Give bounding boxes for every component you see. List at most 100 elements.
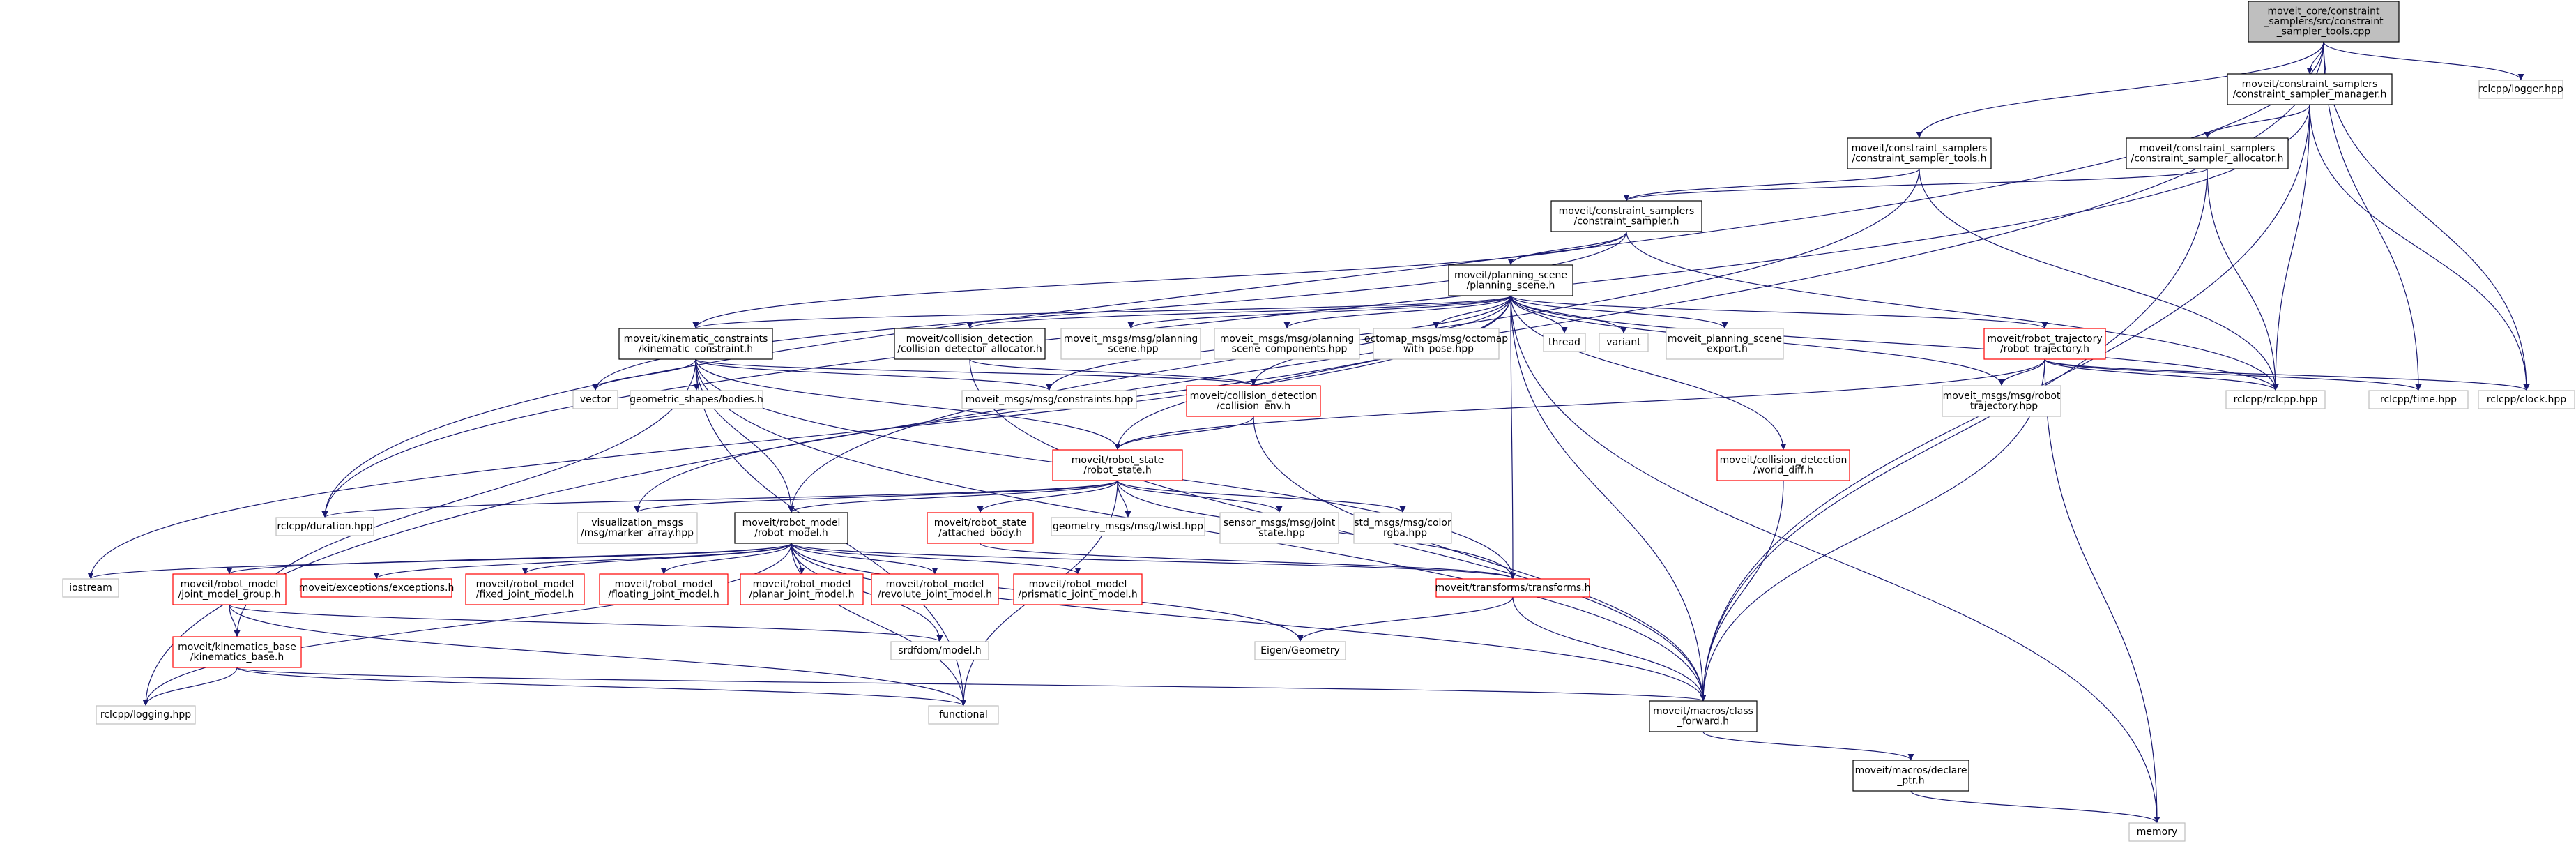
node-label-line: _export.h xyxy=(1701,343,1748,354)
node-label-line: octomap_msgs/msg/octomap xyxy=(1364,333,1508,345)
node-rclcpp_logger[interactable]: rclcpp/logger.hpp xyxy=(2478,80,2563,99)
node-rjm[interactable]: moveit/robot_model/revolute_joint_model.… xyxy=(871,573,999,605)
node-box xyxy=(96,705,196,725)
node-box xyxy=(1052,449,1183,481)
node-rs[interactable]: moveit/robot_state/robot_state.h xyxy=(1052,449,1183,481)
node-logging[interactable]: rclcpp/logging.hpp xyxy=(96,705,196,725)
edge-dp-to-memory xyxy=(1910,790,2160,824)
node-box xyxy=(172,573,287,605)
node-cs[interactable]: moveit/constraint_samplers/constraint_sa… xyxy=(1550,200,1702,232)
node-twist[interactable]: geometry_msgs/msg/twist.hpp xyxy=(1051,517,1205,536)
node-kb[interactable]: moveit/kinematics_base/kinematics_base.h xyxy=(172,636,302,668)
node-pse[interactable]: moveit_planning_scene_export.h xyxy=(1666,328,1784,360)
node-label-line: /constraint_sampler_tools.h xyxy=(1852,153,1986,164)
node-prjm[interactable]: moveit/robot_model/prismatic_joint_model… xyxy=(1013,573,1143,605)
node-label-line: /kinematics_base.h xyxy=(190,651,284,663)
node-variant[interactable]: variant xyxy=(1599,333,1649,352)
node-exc[interactable]: moveit/exceptions/exceptions.h xyxy=(299,578,455,598)
node-label-line: geometric_shapes/bodies.h xyxy=(630,394,763,405)
node-label-line: moveit/kinematics_base xyxy=(178,642,296,653)
node-box xyxy=(630,390,763,409)
node-csa[interactable]: moveit/constraint_samplers/constraint_sa… xyxy=(2126,137,2289,169)
node-rm[interactable]: moveit/robot_model/robot_model.h xyxy=(734,512,848,544)
node-ce[interactable]: moveit/collision_detection/collision_env… xyxy=(1186,385,1321,417)
node-octo[interactable]: octomap_msgs/msg/octomap_with_pose.hpp xyxy=(1364,328,1508,360)
node-iostream[interactable]: iostream xyxy=(62,578,119,598)
node-duration[interactable]: rclcpp/duration.hpp xyxy=(275,517,374,536)
node-cst[interactable]: moveit/constraint_samplers/constraint_sa… xyxy=(1847,137,1992,169)
node-rclcpp_time[interactable]: rclcpp/time.hpp xyxy=(2368,390,2469,409)
node-ab[interactable]: moveit/robot_state/attached_body.h xyxy=(927,512,1034,544)
node-label-line: /joint_model_group.h xyxy=(178,589,281,600)
node-psc_msg[interactable]: moveit_msgs/msg/planning_scene_component… xyxy=(1214,328,1360,360)
node-box xyxy=(2478,80,2563,99)
edge-csa-to-cf xyxy=(1700,168,2208,702)
node-tf[interactable]: moveit/transforms/transforms.h xyxy=(1435,578,1591,598)
node-pjm[interactable]: moveit/robot_model/planar_joint_model.h xyxy=(740,573,864,605)
node-label-line: moveit/robot_model xyxy=(742,518,841,529)
node-rt[interactable]: moveit/robot_trajectory/robot_trajectory… xyxy=(1983,328,2106,360)
node-memory[interactable]: memory xyxy=(2128,822,2186,842)
node-rclcpp_h[interactable]: rclcpp/rclcpp.hpp xyxy=(2225,390,2326,409)
edge-rs-to-rgba xyxy=(1117,480,1406,513)
node-label-line: _rgba.hpp xyxy=(1378,527,1427,538)
node-cf[interactable]: moveit/macros/class_forward.h xyxy=(1649,700,1758,732)
node-kc[interactable]: moveit/kinematic_constraints/kinematic_c… xyxy=(618,328,773,360)
node-box xyxy=(1550,200,1702,232)
edge-ps-to-octo xyxy=(1433,295,1511,329)
edge-ps-to-memory xyxy=(1510,295,2160,824)
node-ps_msg[interactable]: moveit_msgs/msg/planning_scene.hpp xyxy=(1060,328,1201,360)
edge-rt-to-rclcpp_h xyxy=(2044,358,2279,391)
node-constraints[interactable]: moveit_msgs/msg/constraints.hpp xyxy=(961,390,1137,409)
node-gsb[interactable]: geometric_shapes/bodies.h xyxy=(630,390,763,409)
edge-ps-to-ps_msg xyxy=(1127,295,1511,329)
node-label-line: rclcpp/time.hpp xyxy=(2380,394,2457,405)
edge-ps-to-rt xyxy=(1510,295,2048,329)
node-js[interactable]: sensor_msgs/msg/joint_state.hpp xyxy=(1219,512,1339,544)
node-fjm[interactable]: moveit/robot_model/fixed_joint_model.h xyxy=(465,573,585,605)
node-jmg[interactable]: moveit/robot_model/joint_model_group.h xyxy=(172,573,287,605)
edge-kc-to-rm xyxy=(695,358,795,513)
node-box xyxy=(2126,137,2289,169)
node-srdf[interactable]: srdfdom/model.h xyxy=(890,641,989,660)
node-box xyxy=(172,636,302,668)
node-thread[interactable]: thread xyxy=(1543,333,1586,352)
node-label-line: geometry_msgs/msg/twist.hpp xyxy=(1053,521,1203,532)
node-box xyxy=(62,578,119,598)
edge-rt-to-rclcpp_time xyxy=(2044,358,2422,391)
node-label-line: moveit/constraint_samplers xyxy=(2140,143,2276,154)
node-box xyxy=(465,573,585,605)
node-vector[interactable]: vector xyxy=(572,390,618,409)
node-flj[interactable]: moveit/robot_model/floating_joint_model.… xyxy=(599,573,729,605)
node-wd[interactable]: moveit/collision_detection/world_diff.h xyxy=(1716,449,1850,481)
node-ps[interactable]: moveit/planning_scene/planning_scene.h xyxy=(1448,264,1573,296)
edge-kc-to-vector xyxy=(592,358,696,391)
node-viz[interactable]: visualization_msgs/msg/marker_array.hpp xyxy=(577,512,698,544)
dependency-edges xyxy=(87,41,2530,824)
edge-csa-to-cs xyxy=(1623,168,2208,202)
edge-rm-to-cf xyxy=(791,543,1707,702)
edge-kb-to-cf xyxy=(236,667,1706,702)
node-csm[interactable]: moveit/constraint_samplers/constraint_sa… xyxy=(2227,73,2393,105)
node-root[interactable]: moveit_core/constraint_samplers/src/cons… xyxy=(2248,1,2400,43)
node-dp[interactable]: moveit/macros/declare_ptr.h xyxy=(1852,760,1969,792)
node-label-line: moveit/exceptions/exceptions.h xyxy=(299,582,455,594)
node-label-line: moveit/collision_detection xyxy=(1190,391,1318,402)
node-rclcpp_clock[interactable]: rclcpp/clock.hpp xyxy=(2478,390,2575,409)
node-eigen[interactable]: Eigen/Geometry xyxy=(1254,641,1346,660)
node-cda[interactable]: moveit/collision_detection/collision_det… xyxy=(894,328,1046,360)
node-rgba[interactable]: std_msgs/msg/color_rgba.hpp xyxy=(1353,512,1452,544)
edge-csm-to-rclcpp_clock xyxy=(2309,104,2530,391)
edge-rm-to-tf xyxy=(791,543,1516,580)
node-label-line: moveit/transforms/transforms.h xyxy=(1435,582,1590,594)
node-label-line: _sampler_tools.cpp xyxy=(2276,27,2370,38)
node-label-line: moveit_planning_scene xyxy=(1668,333,1782,345)
edge-cst-to-rclcpp_h xyxy=(1919,168,2279,391)
node-label-line: moveit_msgs/msg/planning xyxy=(1220,333,1355,345)
node-label-line: _ptr.h xyxy=(1896,775,1924,786)
node-functional[interactable]: functional xyxy=(928,705,999,725)
edge-ps-to-psc_msg xyxy=(1283,295,1511,329)
node-box xyxy=(275,517,374,536)
node-rtraj_msg[interactable]: moveit_msgs/msg/robot_trajectory.hpp xyxy=(1942,385,2061,417)
node-label-line: /planning_scene.h xyxy=(1467,280,1555,291)
